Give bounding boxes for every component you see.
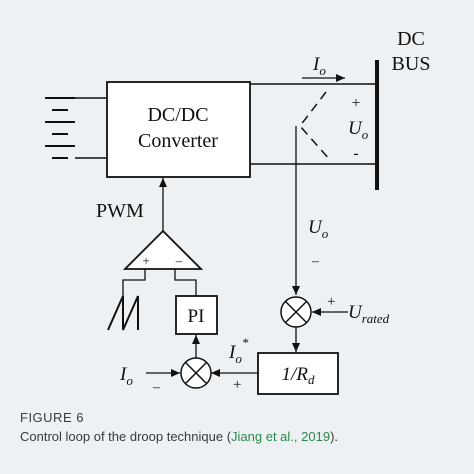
- droop-gain-block: 1/Rd: [257, 352, 339, 395]
- urated-label: Urated: [348, 302, 390, 326]
- io-input-minus: –: [152, 380, 161, 395]
- figure-caption: FIGURE 6 Control loop of the droop techn…: [20, 410, 460, 446]
- dc-bus-label-line2: BUS: [392, 53, 431, 75]
- battery-icon: [45, 97, 107, 159]
- citation-link[interactable]: Jiang et al., 2019: [231, 429, 331, 444]
- caption-text-before: Control loop of the droop technique (: [20, 429, 232, 444]
- caption-text-after: ).: [330, 429, 339, 444]
- comparator-block: + –: [122, 229, 204, 270]
- voltage-minus-sign: -: [353, 145, 358, 162]
- caption-text: Control loop of the droop technique (Jia…: [20, 429, 338, 444]
- droop-gain-label: 1/Rd: [282, 364, 315, 387]
- comparator-minus: –: [175, 253, 183, 268]
- voltage-marker: [299, 91, 331, 161]
- voltage-plus-sign: +: [351, 95, 360, 112]
- dc-bus-label-line1: DC: [397, 28, 425, 50]
- pwm-label: PWM: [96, 200, 144, 222]
- io-input-label: Io: [119, 364, 133, 388]
- uo-side-label: Uo: [348, 118, 369, 142]
- summing-junction-current: [180, 357, 212, 389]
- uo-mid-minus: –: [311, 254, 320, 269]
- sawtooth-icon: [107, 295, 139, 331]
- sum2-plus-sign: +: [233, 377, 241, 393]
- converter-label-line1: DC/DC: [147, 104, 208, 126]
- converter-block: DC/DC Converter: [106, 81, 251, 178]
- figure-label: FIGURE 6: [20, 410, 84, 425]
- io-top-label: Io: [312, 54, 326, 78]
- uo-mid-label: Uo: [308, 217, 329, 241]
- io-star-label: Io*: [228, 335, 249, 366]
- comparator-plus: +: [142, 253, 149, 268]
- pi-label: PI: [188, 306, 205, 327]
- pi-controller-block: PI: [175, 295, 218, 335]
- urated-plus-sign: +: [327, 294, 335, 310]
- converter-label-line2: Converter: [138, 130, 218, 152]
- pi-to-comparator-line: [174, 269, 197, 296]
- carrier-to-comparator-line: [122, 269, 146, 296]
- summing-junction-voltage: [280, 296, 312, 328]
